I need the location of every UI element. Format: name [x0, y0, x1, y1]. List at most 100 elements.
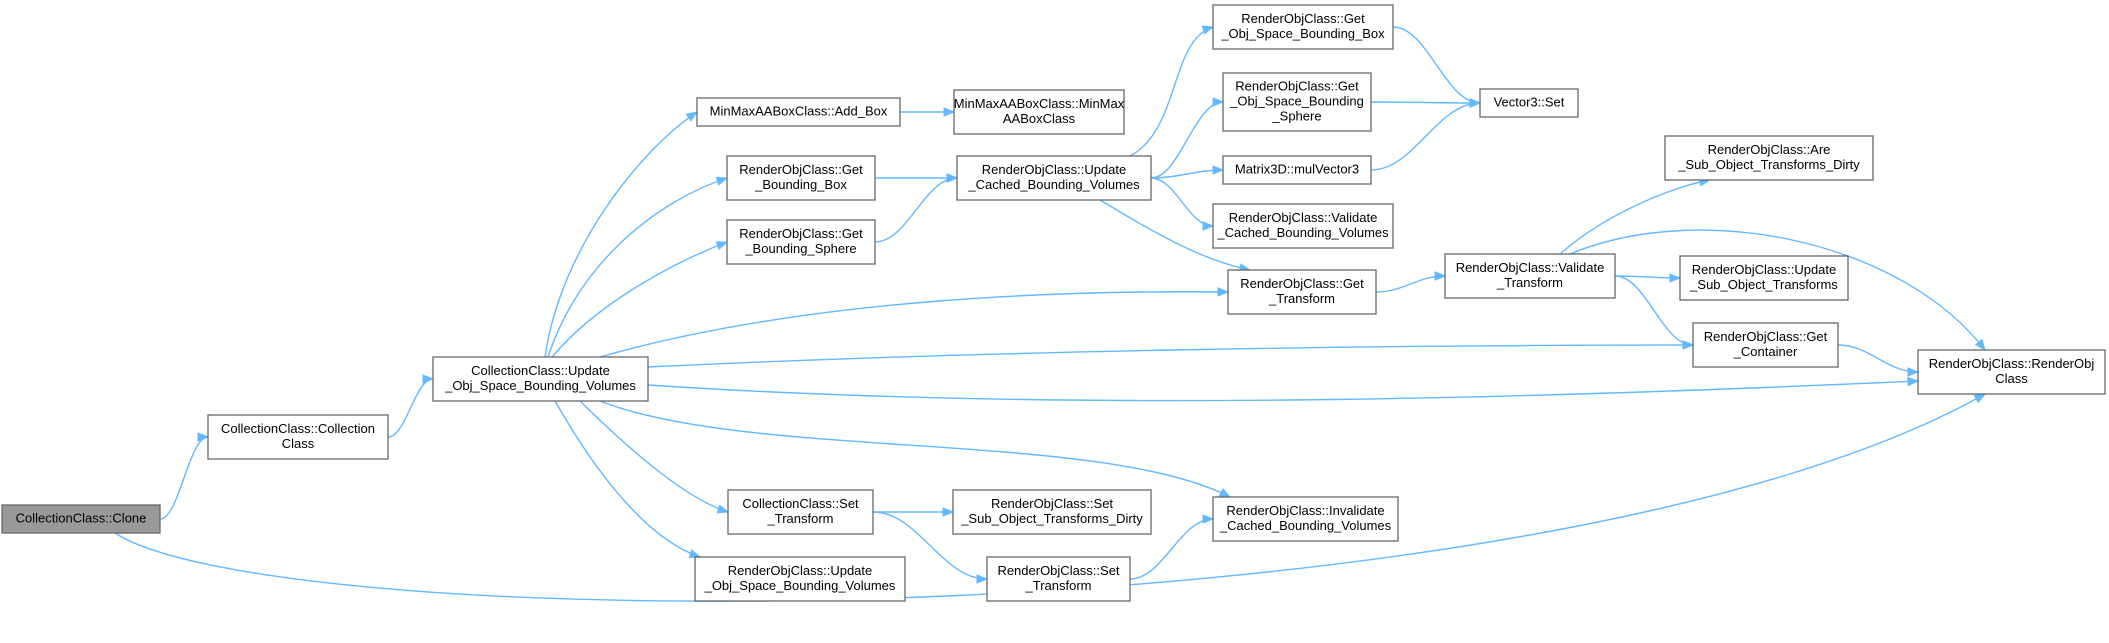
arrowhead-ro_getbsphere-to-ro_updcached — [946, 173, 959, 183]
edge-clone-to-cc_ctor — [159, 436, 209, 520]
arrowhead-clone-to-ro_ctor — [1973, 393, 1987, 404]
arrowhead-cc_update-to-mm_addbox — [685, 111, 699, 122]
node-ro_ctor[interactable]: RenderObjClass::RenderObjClass — [1917, 349, 2106, 395]
arrowhead-cc_update-to-ro_invalidcached — [1218, 487, 1232, 498]
node-label-line: CollectionClass::Collection — [221, 421, 375, 436]
arrowhead-ro_updcached-to-ro_validcached — [1202, 221, 1215, 231]
arrowhead-cc_ctor-to-cc_update — [422, 374, 435, 384]
node-ro_validcached[interactable]: RenderObjClass::Validate_Cached_Bounding… — [1212, 203, 1394, 249]
node-label-line: RenderObjClass::Set — [991, 496, 1113, 511]
node-box — [1444, 253, 1616, 299]
node-ro_updobjspace[interactable]: RenderObjClass::Update_Obj_Space_Boundin… — [694, 556, 906, 602]
node-label-line: RenderObjClass::Update — [982, 162, 1127, 177]
edge-ro_updcached-to-ro_validcached — [1150, 177, 1214, 227]
node-label-line: _Container — [1733, 344, 1798, 359]
node-label-line: AABoxClass — [1003, 111, 1076, 126]
node-label-line: _Sub_Object_Transforms — [1689, 277, 1838, 292]
node-box — [986, 556, 1131, 602]
node-cc_settransform[interactable]: CollectionClass::Set_Transform — [727, 489, 874, 535]
arrowhead-ro_settransform-to-ro_invalidcached — [1202, 514, 1215, 524]
arrowhead-cc_update-to-ro_getbbox — [715, 176, 729, 186]
node-box — [1917, 349, 2106, 395]
node-label-line: _Transform — [1496, 275, 1563, 290]
arrowhead-ro_updcached-to-mat3d_mul — [1212, 165, 1225, 175]
node-box — [956, 155, 1152, 201]
node-vec3_set[interactable]: Vector3::Set — [1479, 88, 1579, 118]
edge-ro_updcached-to-ro_gettransform — [1099, 199, 1251, 271]
node-label-line: CollectionClass::Update — [471, 363, 610, 378]
node-ro_getobjsphere[interactable]: RenderObjClass::Get_Obj_Space_Bounding_S… — [1222, 72, 1372, 132]
edge-cc_update-to-ro_getbsphere — [551, 241, 728, 358]
node-label-line: _Sub_Object_Transforms_Dirty — [960, 511, 1143, 526]
edge-ro_getbsphere-to-ro_updcached — [874, 177, 958, 243]
node-label-line: CollectionClass::Clone — [16, 511, 147, 526]
node-label-line: RenderObjClass::Validate — [1456, 260, 1605, 275]
node-label-line: _Obj_Space_Bounding_Volumes — [444, 378, 636, 393]
node-label-line: CollectionClass::Set — [742, 496, 859, 511]
node-label-line: _Transform — [1025, 578, 1092, 593]
node-label-line: RenderObjClass::Get — [1235, 79, 1359, 94]
arrowhead-ro_gettransform-to-ro_validtransform — [1434, 271, 1447, 281]
node-label-line: _Cached_Bounding_Volumes — [967, 177, 1140, 192]
edge-cc_update-to-cc_settransform — [579, 400, 729, 513]
node-mm_addbox[interactable]: MinMaxAABoxClass::Add_Box — [696, 97, 901, 127]
node-label-line: RenderObjClass::Are — [1708, 142, 1831, 157]
node-label-line: RenderObjClass::Validate — [1229, 210, 1378, 225]
node-ro_updsub[interactable]: RenderObjClass::Update_Sub_Object_Transf… — [1679, 255, 1849, 301]
node-label-line: RenderObjClass::Get — [1704, 329, 1828, 344]
node-label-line: Class — [1995, 371, 2028, 386]
edge-layer — [114, 25, 1987, 602]
node-ro_setsubdirty[interactable]: RenderObjClass::Set_Sub_Object_Transform… — [952, 489, 1152, 535]
arrowhead-cc_update-to-ro_getbsphere — [715, 241, 729, 251]
node-ro_settransform[interactable]: RenderObjClass::Set_Transform — [986, 556, 1131, 602]
node-label-line: RenderObjClass::Get — [1240, 276, 1364, 291]
edge-ro_validtransform-to-ro_aresubdirty — [1559, 179, 1711, 255]
node-label-line: RenderObjClass::Invalidate — [1226, 503, 1384, 518]
arrowhead-ro_updcached-to-ro_getobjsphere — [1212, 97, 1225, 107]
node-box — [694, 556, 906, 602]
arrowhead-ro_validtransform-to-ro_getcontainer — [1682, 340, 1695, 350]
node-box — [1692, 322, 1839, 368]
node-label-line: _Sphere — [1271, 109, 1321, 124]
edge-cc_update-to-mm_addbox — [544, 111, 698, 358]
node-clone[interactable]: CollectionClass::Clone — [1, 504, 161, 534]
node-ro_getbsphere[interactable]: RenderObjClass::Get_Bounding_Sphere — [726, 219, 876, 265]
node-mm_ctor[interactable]: MinMaxAABoxClass::MinMaxAABoxClass — [953, 89, 1125, 135]
arrowhead-ro_updcached-to-ro_getobjbox — [1201, 25, 1215, 35]
arrowhead-cc_update-to-ro_gettransform — [1217, 287, 1230, 297]
edge-ro_updcached-to-ro_getobjsphere — [1150, 101, 1224, 179]
node-box — [726, 219, 876, 265]
node-box — [1, 504, 161, 534]
node-cc_update[interactable]: CollectionClass::Update_Obj_Space_Boundi… — [432, 356, 649, 402]
node-box — [1227, 269, 1377, 315]
node-ro_invalidcached[interactable]: RenderObjClass::Invalidate_Cached_Boundi… — [1212, 496, 1399, 542]
edge-ro_getobjbox-to-vec3_set — [1392, 26, 1481, 104]
node-box — [952, 489, 1152, 535]
arrowhead-cc_update-to-ro_ctor — [1907, 376, 1920, 387]
node-ro_getcontainer[interactable]: RenderObjClass::Get_Container — [1692, 322, 1839, 368]
edge-ro_getobjsphere-to-vec3_set — [1370, 101, 1481, 104]
arrowhead-clone-to-cc_ctor — [197, 432, 210, 442]
node-box — [1212, 496, 1399, 542]
node-ro_getbbox[interactable]: RenderObjClass::Get_Bounding_Box — [726, 155, 876, 201]
node-ro_updcached[interactable]: RenderObjClass::Update_Cached_Bounding_V… — [956, 155, 1152, 201]
edge-cc_ctor-to-cc_update — [387, 378, 434, 438]
edge-cc_update-to-ro_invalidcached — [599, 400, 1231, 498]
node-ro_gettransform[interactable]: RenderObjClass::Get_Transform — [1227, 269, 1377, 315]
edge-ro_getcontainer-to-ro_ctor — [1837, 344, 1919, 373]
arrowhead-mm_addbox-to-mm_ctor — [943, 107, 956, 117]
edge-cc_update-to-ro_gettransform — [599, 291, 1229, 358]
node-cc_ctor[interactable]: CollectionClass::CollectionClass — [207, 414, 389, 460]
node-label-line: _Cached_Bounding_Volumes — [1219, 518, 1392, 533]
node-label-line: RenderObjClass::Update — [728, 563, 873, 578]
arrowhead-ro_validtransform-to-ro_updsub — [1669, 273, 1682, 283]
node-label-line: RenderObjClass::Get — [739, 226, 863, 241]
node-ro_validtransform[interactable]: RenderObjClass::Validate_Transform — [1444, 253, 1616, 299]
node-label-line: _Obj_Space_Bounding_Volumes — [704, 578, 896, 593]
node-ro_aresubdirty[interactable]: RenderObjClass::Are_Sub_Object_Transform… — [1664, 135, 1874, 181]
node-label-line: Vector3::Set — [1494, 95, 1565, 110]
node-ro_getobjbox[interactable]: RenderObjClass::Get_Obj_Space_Bounding_B… — [1212, 4, 1394, 50]
node-mat3d_mul[interactable]: Matrix3D::mulVector3 — [1222, 155, 1372, 185]
node-label-line: _Cached_Bounding_Volumes — [1216, 225, 1389, 240]
